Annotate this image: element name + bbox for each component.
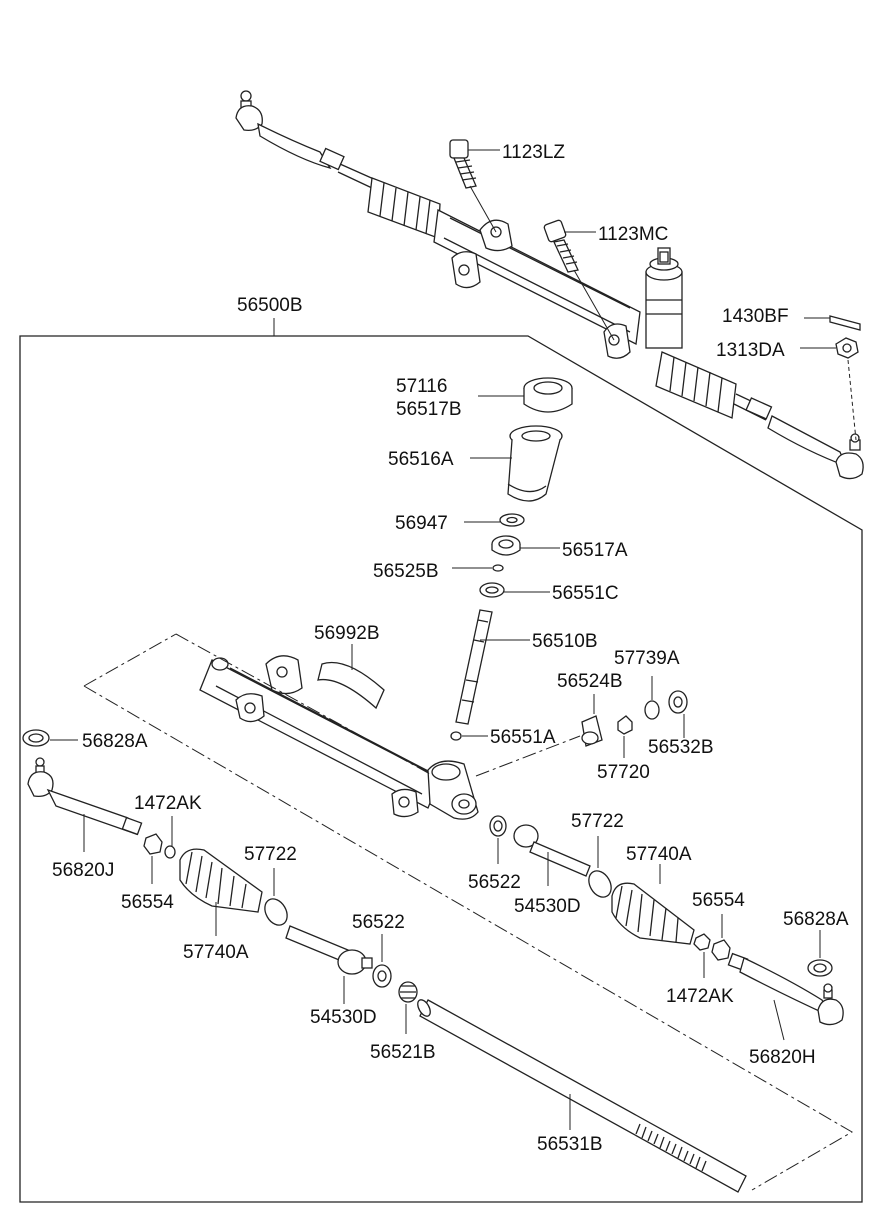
label-56524B: 56524B [557,671,623,692]
label-56992B: 56992B [314,623,380,644]
label-57722-right: 57722 [571,811,624,832]
label-1430BF: 1430BF [722,306,789,327]
rack-bar [417,999,747,1193]
explode-line-upper [83,633,431,775]
label-56522-left: 56522 [352,912,405,933]
label-56828A-right: 56828A [783,909,849,930]
label-56517A: 56517A [562,540,628,561]
label-1313DA: 1313DA [716,340,785,361]
label-56532B: 56532B [648,737,714,758]
label-57740A-right: 57740A [626,844,692,865]
label-56820H: 56820H [749,1047,816,1068]
label-1472AK-left: 1472AK [134,793,202,814]
label-1123LZ: 1123LZ [502,142,565,163]
label-56522-right: 56522 [468,872,521,893]
label-56517B: 56517B [396,399,462,420]
assembly-frame [19,335,863,1203]
label-54530D-left: 54530D [310,1007,377,1028]
pinion-valve-parts [450,377,573,741]
explode-line-lower [83,685,853,1191]
label-56551A: 56551A [490,727,556,748]
label-1123MC: 1123MC [598,224,668,245]
label-56551C: 56551C [552,583,619,604]
yoke-parts [581,676,688,758]
label-57740A-left: 57740A [183,942,249,963]
assembled-steering-gear [235,90,864,480]
label-56828A-left: 56828A [82,731,148,752]
right-tie-rod-parts [489,815,844,1041]
rack-housing [199,644,479,820]
label-54530D-right: 54530D [514,896,581,917]
label-56531B: 56531B [537,1134,603,1155]
label-56516A: 56516A [388,449,454,470]
label-56554-left: 56554 [121,892,174,913]
label-57739A: 57739A [614,648,680,669]
label-56554-right: 56554 [692,890,745,911]
label-57116: 57116 [396,376,447,397]
label-56820J: 56820J [52,860,114,881]
label-56947: 56947 [395,513,448,534]
label-57720: 57720 [597,762,650,783]
label-56521B: 56521B [370,1042,436,1063]
label-56500B: 56500B [237,295,303,316]
label-57722-left: 57722 [244,844,297,865]
label-56510B: 56510B [532,631,598,652]
left-tie-rod-parts [22,729,418,1034]
label-56525B: 56525B [373,561,439,582]
label-1472AK-right: 1472AK [666,986,734,1007]
